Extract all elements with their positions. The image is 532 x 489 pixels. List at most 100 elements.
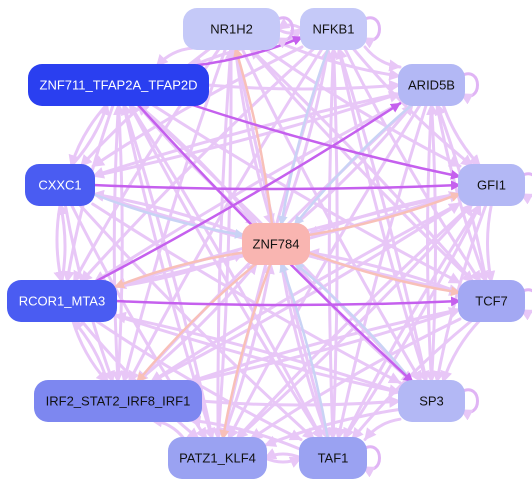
edge-arid5b-to-znf784 xyxy=(293,102,415,227)
edge-nr1h2-to-arid5b xyxy=(276,40,402,81)
edge-patz1-to-znf711 xyxy=(121,102,214,441)
edge-sp3-to-nfkb1 xyxy=(336,46,428,384)
node-gfi1[interactable]: GFI1 xyxy=(458,164,525,206)
edge-taf1-to-znf784 xyxy=(279,261,330,441)
svg-text:ARID5B: ARID5B xyxy=(408,78,455,93)
edge-znf784-to-arid5b xyxy=(293,102,415,227)
edge-nr1h2-to-znf711 xyxy=(155,46,195,68)
self-loop-sp3 xyxy=(459,388,479,421)
svg-text:TCF7: TCF7 xyxy=(475,294,508,309)
edge-gfi1-to-irf2 xyxy=(149,201,462,384)
svg-text:IRF2_STAT2_IRF8_IRF1: IRF2_STAT2_IRF8_IRF1 xyxy=(46,394,191,409)
self-loop-taf1 xyxy=(361,445,381,478)
edge-nr1h2-to-znf784 xyxy=(233,46,275,227)
edge-tcf7-to-sp3 xyxy=(440,318,482,384)
edge-znf784-to-cxxc1 xyxy=(91,189,246,237)
edge-gfi1-to-znf784 xyxy=(306,192,462,237)
svg-text:ZNF711_TFAP2A_TFAP2D: ZNF711_TFAP2A_TFAP2D xyxy=(40,78,198,93)
edge-znf784-to-irf2 xyxy=(135,261,259,384)
node-taf1[interactable]: TAF1 xyxy=(299,437,367,479)
edge-irf2-to-znf711 xyxy=(113,102,126,384)
edge-taf1-to-gfi1 xyxy=(342,202,482,441)
node-znf711-tfap2a-tfap2d[interactable]: ZNF711_TFAP2A_TFAP2D xyxy=(28,64,209,106)
edge-sp3-to-znf784 xyxy=(293,261,414,384)
svg-text:TAF1: TAF1 xyxy=(318,451,349,466)
edge-nr1h2-to-patz1 xyxy=(212,46,233,441)
node-nfkb1[interactable]: NFKB1 xyxy=(300,8,367,50)
self-loop-arid5b xyxy=(459,72,479,105)
svg-text:NR1H2: NR1H2 xyxy=(210,22,253,37)
svg-text:SP3: SP3 xyxy=(419,394,444,409)
edge-rcor1-to-cxxc1 xyxy=(56,202,69,284)
node-rcor1-mta3[interactable]: RCOR1_MTA3 xyxy=(7,280,117,322)
edge-patz1-to-gfi1 xyxy=(235,202,474,441)
edge-tcf7-to-nr1h2 xyxy=(248,46,475,284)
edge-nfkb1-to-nr1h2 xyxy=(276,18,304,31)
edge-cxxc1-to-arid5b xyxy=(91,91,402,178)
node-irf2-stat2-irf8-irf1[interactable]: IRF2_STAT2_IRF8_IRF1 xyxy=(34,380,202,422)
node-patz1-klf4[interactable]: PATZ1_KLF4 xyxy=(168,437,267,479)
edge-rcor1-to-sp3 xyxy=(113,313,402,397)
edge-nfkb1-to-znf784 xyxy=(277,46,330,227)
self-loop-nr1h2 xyxy=(274,16,294,49)
edge-nfkb1-to-tcf7 xyxy=(343,46,482,284)
node-arid5b[interactable]: ARID5B xyxy=(398,64,465,106)
edge-znf784-to-nfkb1 xyxy=(279,46,333,227)
edge-cxxc1-to-gfi1 xyxy=(91,180,462,191)
edge-patz1-to-znf784 xyxy=(221,261,275,441)
edge-znf711-to-arid5b xyxy=(205,79,402,92)
edge-arid5b-to-cxxc1 xyxy=(91,92,402,179)
edge-arid5b-to-sp3 xyxy=(424,102,437,384)
edge-znf784-to-patz1 xyxy=(219,261,273,441)
edge-arid5b-to-patz1 xyxy=(226,102,423,441)
edge-irf2-to-gfi1 xyxy=(149,201,462,384)
self-loop-gfi1 xyxy=(519,172,532,205)
edge-rcor1-to-tcf7 xyxy=(113,296,462,307)
edge-nr1h2-to-irf2 xyxy=(120,46,228,384)
edge-cxxc1-to-taf1 xyxy=(77,202,316,441)
edge-taf1-to-nfkb1 xyxy=(327,46,340,441)
edge-tcf7-to-znf784 xyxy=(306,248,462,295)
edge-arid5b-to-taf1 xyxy=(334,102,428,441)
nodes-layer: NR1H2 NFKB1 ZNF711_TFAP2A_TFAP2D ARID5B … xyxy=(7,8,525,479)
edge-sp3-to-taf1 xyxy=(363,417,402,441)
edge-znf711-to-nfkb1 xyxy=(190,35,304,68)
edge-znf784-to-taf1 xyxy=(279,261,330,441)
edge-nr1h2-to-tcf7 xyxy=(248,46,475,284)
edge-znf784-to-gfi1 xyxy=(306,192,462,237)
edge-irf2-to-znf784 xyxy=(135,261,259,384)
node-znf784[interactable]: ZNF784 xyxy=(242,223,310,265)
edge-znf784-to-znf711 xyxy=(135,102,259,227)
node-tcf7[interactable]: TCF7 xyxy=(458,280,525,322)
edge-cxxc1-to-rcor1 xyxy=(53,202,66,284)
edge-taf1-to-znf711 xyxy=(127,102,324,441)
edge-znf784-to-rcor1 xyxy=(113,251,246,289)
self-loops-layer xyxy=(274,16,532,478)
node-cxxc1[interactable]: CXXC1 xyxy=(25,164,95,206)
edge-irf2-to-rcor1 xyxy=(71,318,109,384)
edge-nfkb1-to-arid5b xyxy=(363,45,402,72)
svg-text:GFI1: GFI1 xyxy=(477,178,506,193)
edge-znf784-to-tcf7 xyxy=(306,251,462,297)
edge-nfkb1-to-taf1 xyxy=(326,46,339,441)
edge-gfi1-to-tcf7 xyxy=(483,202,496,284)
edge-znf711-to-taf1 xyxy=(127,102,324,441)
edge-irf2-to-tcf7 xyxy=(187,307,462,384)
svg-text:RCOR1_MTA3: RCOR1_MTA3 xyxy=(19,294,105,309)
edge-rcor1-to-znf784 xyxy=(113,250,246,289)
edge-znf784-to-nr1h2 xyxy=(233,46,274,227)
edge-cxxc1-to-znf784 xyxy=(91,192,246,239)
edge-patz1-to-taf1 xyxy=(263,456,303,468)
svg-text:PATZ1_KLF4: PATZ1_KLF4 xyxy=(179,451,256,466)
svg-text:NFKB1: NFKB1 xyxy=(313,22,355,37)
edge-gfi1-to-patz1 xyxy=(235,202,474,441)
edge-znf711-to-gfi1 xyxy=(188,102,462,180)
node-sp3[interactable]: SP3 xyxy=(398,380,465,422)
self-loop-nfkb1 xyxy=(361,16,381,49)
self-loop-tcf7 xyxy=(519,288,532,321)
edge-nr1h2-to-nfkb1 xyxy=(276,27,304,40)
edge-sp3-to-rcor1 xyxy=(113,311,402,394)
edge-patz1-to-nr1h2 xyxy=(216,46,237,441)
edge-nfkb1-to-sp3 xyxy=(337,46,429,384)
node-nr1h2[interactable]: NR1H2 xyxy=(183,8,280,50)
